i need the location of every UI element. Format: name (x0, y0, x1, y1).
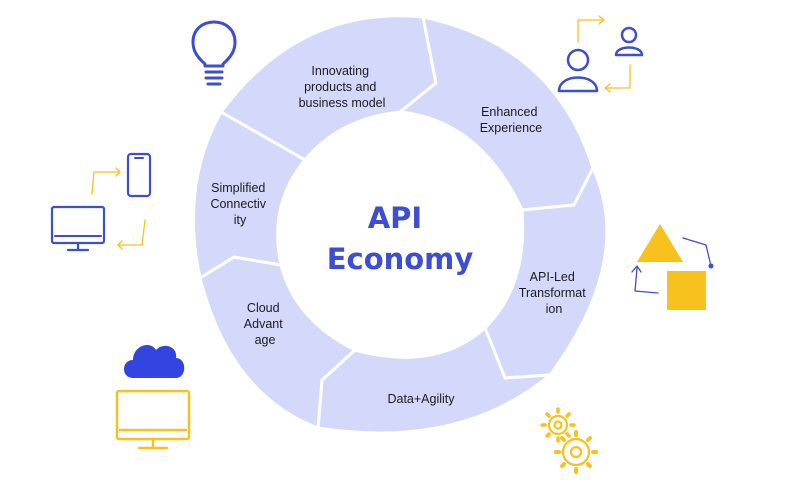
cloud-icon (124, 345, 185, 378)
segment-label-enhanced-experience: Enhanced Experience (480, 105, 543, 135)
segment-label-simplified-connectivity: Simplified Connectiv ity (210, 181, 269, 227)
segment-simplified-connectivity (191, 110, 307, 280)
center-title: API Economy (327, 201, 474, 276)
gears-icon (540, 407, 598, 474)
segment-label-innovating: Innovating products and business model (299, 64, 386, 110)
monitor-icon (115, 389, 191, 450)
ring (191, 14, 609, 435)
user-exchange-icon (557, 15, 644, 93)
device-sync-icon (50, 152, 152, 252)
segment-label-data-agility: Data+Agility (387, 392, 455, 406)
segment-label-cloud-advantage: Cloud Advant age (244, 301, 286, 347)
shapes-transform-icon (631, 224, 714, 310)
segment-label-api-led: API-Led Transformat ion (519, 270, 589, 316)
lightbulb-icon (191, 20, 237, 86)
